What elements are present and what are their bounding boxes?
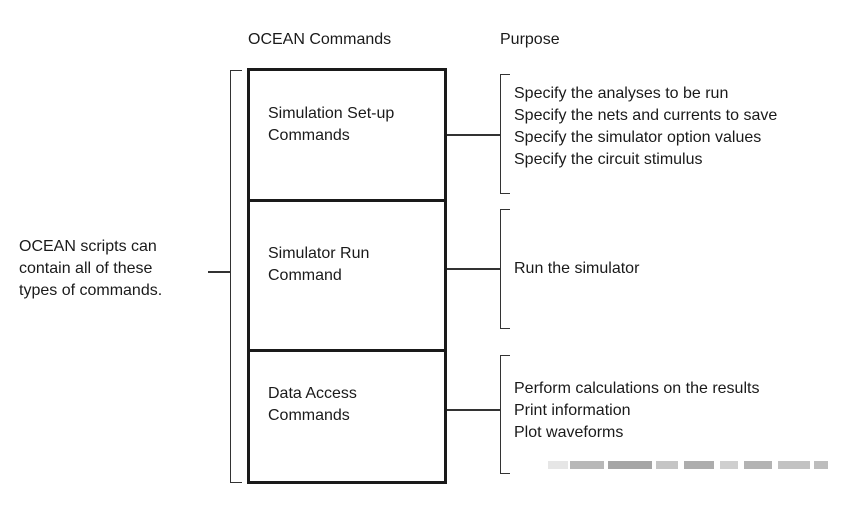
box-label-line: Simulation Set-up: [268, 105, 395, 122]
connector-setup: [447, 134, 500, 136]
connector-data: [447, 409, 500, 411]
purpose-data: Perform calculations on the results Prin…: [514, 378, 759, 444]
purpose-line: Run the simulator: [514, 260, 640, 277]
box-label-line: Command: [268, 267, 342, 284]
box-label-line: Data Access: [268, 385, 357, 402]
left-note-line: contain all of these: [19, 260, 153, 277]
box-data-access-label: Data Access Commands: [268, 383, 357, 427]
ocean-commands-header: OCEAN Commands: [248, 31, 392, 48]
purpose-line: Specify the analyses to be run: [514, 85, 729, 102]
box-label-line: Simulator Run: [268, 245, 370, 262]
left-connector: [208, 271, 230, 273]
left-note-line: OCEAN scripts can: [19, 238, 157, 255]
box-data-access: [247, 349, 447, 484]
left-note-line: types of commands.: [19, 282, 163, 299]
purpose-line: Perform calculations on the results: [514, 380, 760, 397]
purpose-line: Specify the circuit stimulus: [514, 151, 703, 168]
left-bracket: [230, 70, 242, 483]
purpose-line: Specify the nets and currents to save: [514, 107, 778, 124]
connector-run: [447, 268, 500, 270]
purpose-line: Print information: [514, 402, 631, 419]
box-label-line: Commands: [268, 127, 350, 144]
bracket-setup: [500, 74, 510, 194]
purpose-line: Specify the simulator option values: [514, 129, 762, 146]
purpose-setup: Specify the analyses to be run Specify t…: [514, 83, 777, 171]
bracket-data: [500, 355, 510, 474]
bracket-run: [500, 209, 510, 329]
box-label-line: Commands: [268, 407, 350, 424]
left-note: OCEAN scripts can contain all of these t…: [19, 236, 162, 302]
watermark: [548, 455, 830, 475]
purpose-line: Plot waveforms: [514, 424, 624, 441]
box-simulator-run-label: Simulator Run Command: [268, 243, 369, 287]
purpose-run: Run the simulator: [514, 258, 639, 280]
box-simulation-setup-label: Simulation Set-up Commands: [268, 103, 394, 147]
purpose-header: Purpose: [500, 31, 560, 48]
